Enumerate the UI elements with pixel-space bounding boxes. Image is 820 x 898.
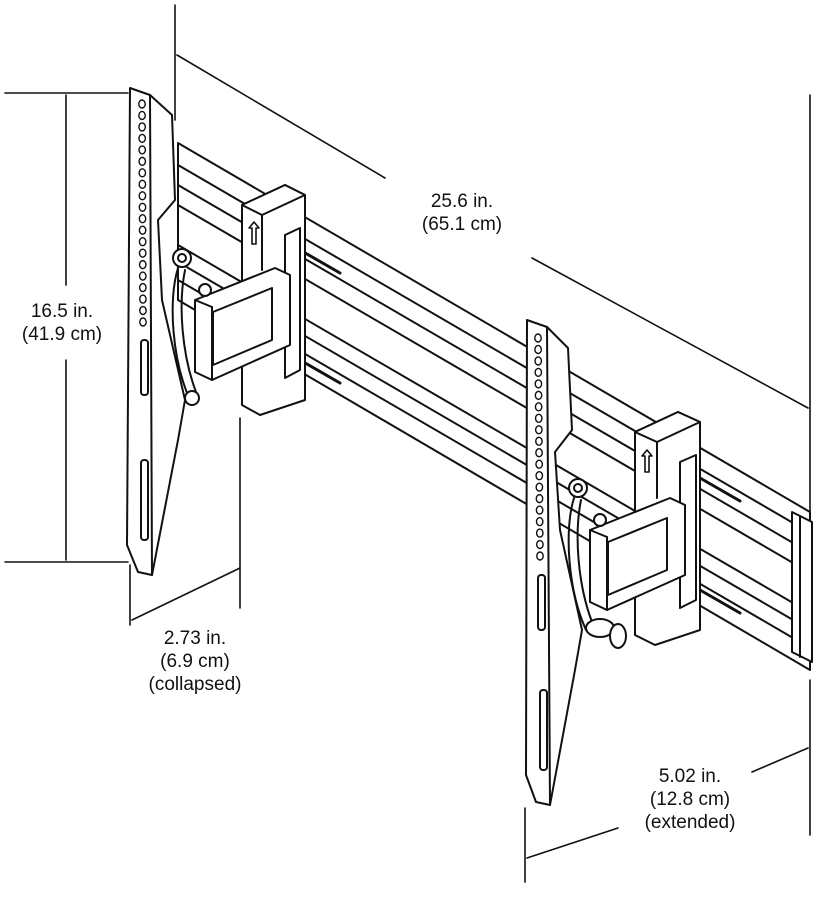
mounting-hole — [138, 133, 147, 144]
mounting-hole — [138, 168, 147, 178]
mounting-hole — [138, 202, 147, 212]
mounting-hole — [138, 259, 147, 270]
mounting-hole — [535, 539, 544, 550]
mounting-hole — [138, 236, 147, 247]
mounting-hole — [535, 436, 543, 446]
collapsed-depth-label: 2.73 in. (6.9 cm) (collapsed) — [130, 627, 260, 696]
mounting-hole — [138, 225, 147, 235]
tilt-knob-icon — [171, 248, 212, 406]
mounting-hole — [535, 448, 543, 458]
collapsed-imperial: 2.73 in. — [163, 628, 227, 649]
mounting-hole — [534, 413, 543, 424]
up-arrow-icon — [641, 449, 653, 473]
mounting-hole — [138, 122, 147, 132]
mounting-hole — [138, 214, 147, 224]
mounting-hole — [534, 379, 543, 389]
right-bracket-slots — [537, 574, 548, 771]
mounting-hole — [536, 551, 544, 561]
tilt-knob-icon — [567, 478, 627, 649]
height-dimension-label: 16.5 in. (41.9 cm) — [2, 300, 122, 346]
left-tv-bracket — [126, 87, 186, 576]
height-metric: (41.9 cm) — [21, 324, 103, 345]
extended-metric: (12.8 cm) — [649, 789, 731, 810]
mounting-hole — [535, 470, 544, 481]
mounting-hole — [138, 191, 147, 201]
mounting-hole — [534, 425, 543, 435]
mounting-hole — [138, 248, 147, 258]
up-arrow-icon — [248, 221, 260, 245]
left-arm — [194, 267, 291, 381]
mounting-hole — [534, 390, 543, 401]
collapsed-note: (collapsed) — [148, 674, 242, 695]
mounting-hole — [534, 367, 543, 378]
mounting-hole — [534, 344, 543, 355]
mounting-hole — [535, 482, 544, 492]
mounting-hole — [138, 294, 147, 304]
mounting-hole — [534, 333, 542, 343]
mounting-hole — [535, 516, 544, 527]
width-metric: (65.1 cm) — [421, 214, 503, 235]
mounting-hole — [139, 317, 147, 327]
mounting-hole — [534, 402, 543, 412]
mounting-hole — [535, 505, 544, 515]
left-bracket-holes — [138, 99, 147, 327]
mounting-hole — [535, 493, 544, 504]
mounting-hole — [138, 282, 147, 293]
right-arm — [589, 497, 686, 611]
mounting-hole — [534, 356, 543, 366]
height-imperial: 16.5 in. — [30, 301, 94, 322]
mounting-hole — [138, 156, 147, 167]
extended-depth-label: 5.02 in. (12.8 cm) (extended) — [620, 765, 760, 834]
mounting-hole — [138, 110, 146, 121]
extended-note: (extended) — [644, 812, 736, 833]
dimension-lines — [4, 4, 811, 883]
mounting-hole — [535, 528, 544, 538]
right-bracket-holes — [534, 333, 544, 561]
extended-imperial: 5.02 in. — [658, 766, 722, 787]
mounting-hole — [138, 99, 146, 109]
width-imperial: 25.6 in. — [430, 191, 494, 212]
mounting-hole — [535, 459, 544, 469]
collapsed-metric: (6.9 cm) — [160, 651, 230, 672]
mounting-hole — [139, 305, 147, 316]
mounting-hole — [138, 145, 147, 155]
mounting-hole — [138, 179, 147, 190]
width-dimension-label: 25.6 in. (65.1 cm) — [402, 190, 522, 236]
left-bracket-slots — [140, 339, 149, 541]
mounting-hole — [138, 271, 147, 281]
